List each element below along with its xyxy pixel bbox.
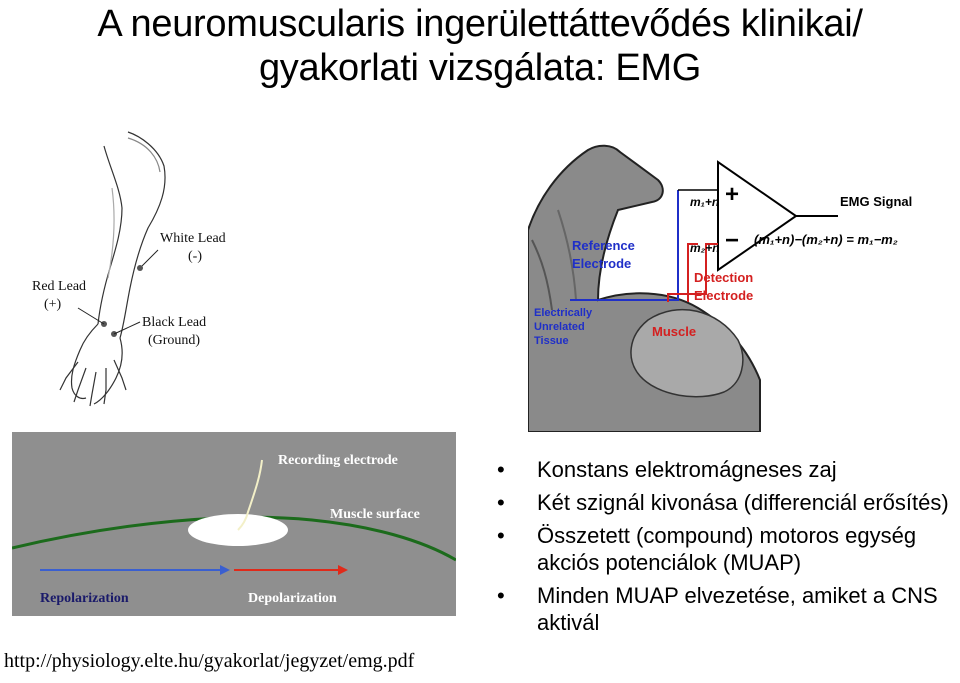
reference-electrode-line-2: Electrode xyxy=(572,256,631,271)
bullet-item: • Két szignál kivonása (differenciál erős… xyxy=(495,489,960,516)
arm-leads-figure: White Lead (-) Red Lead (+) Black Lead (… xyxy=(8,128,248,410)
amplifier-plus: + xyxy=(725,181,739,208)
recording-electrode-figure: Recording electrode Muscle surface Repol… xyxy=(12,432,456,616)
differential-formula: (m₁+n)−(m₂+n) = m₁−m₂ xyxy=(754,232,898,247)
amplifier-minus: − xyxy=(725,227,739,254)
bullet-text: Konstans elektromágneses zaj xyxy=(537,457,837,482)
tissue-line-1: Electrically xyxy=(534,307,593,319)
muscle-surface-label: Muscle surface xyxy=(330,507,420,522)
bullet-item: • Konstans elektromágneses zaj xyxy=(495,456,960,483)
bullet-dot: • xyxy=(497,457,505,482)
bullet-item: • Minden MUAP elvezetése, amiket a CNS ak… xyxy=(495,582,960,636)
emg-amplifier-figure: + − EMG Signal m₁+n m₂+n (m₁+n)−(m₂+n) =… xyxy=(528,140,928,432)
repolarization-label: Repolarization xyxy=(40,591,129,606)
red-lead-label: Red Lead xyxy=(32,279,86,294)
slide-title: A neuromuscularis ingerülettáttevődés kl… xyxy=(0,0,960,90)
bullet-dot: • xyxy=(497,583,505,608)
electrode-wire xyxy=(237,459,263,531)
bullet-dot: • xyxy=(497,490,505,515)
white-lead-sign: (-) xyxy=(188,249,202,264)
detection-electrode-line-1: Detection xyxy=(694,270,753,285)
amplifier-triangle xyxy=(717,160,798,272)
tissue-line-3: Tissue xyxy=(534,335,569,347)
slide-title-line-1: A neuromuscularis ingerülettáttevődés kl… xyxy=(97,3,863,45)
depolarization-label: Depolarization xyxy=(248,591,337,606)
bullet-item: • Összetett (compound) motoros egység akc… xyxy=(495,522,960,576)
white-lead-label: White Lead xyxy=(160,231,226,246)
red-lead-sign: (+) xyxy=(44,297,62,312)
biceps-shape xyxy=(630,308,744,398)
muscle-surface-curve xyxy=(12,515,456,562)
emg-drawing: + − EMG Signal m₁+n m₂+n (m₁+n)−(m₂+n) =… xyxy=(528,144,912,432)
bullet-text: Összetett (compound) motoros egység akci… xyxy=(537,523,917,575)
arm-drawing: White Lead (-) Red Lead (+) Black Lead (… xyxy=(32,131,226,407)
recording-drawing: Recording electrode Muscle surface Repol… xyxy=(12,432,456,616)
bullet-dot: • xyxy=(497,523,505,548)
bullet-text: Minden MUAP elvezetése, amiket a CNS akt… xyxy=(537,583,938,635)
detection-electrode-line-2: Electrode xyxy=(694,288,753,303)
m1-plus-n-label: m₁+n xyxy=(690,195,719,209)
black-lead-label: Black Lead xyxy=(142,315,206,330)
source-url: http://physiology.elte.hu/gyakorlat/jegy… xyxy=(4,650,415,672)
reference-electrode-line-1: Reference xyxy=(572,238,635,253)
muscle-label: Muscle xyxy=(652,324,696,339)
recording-electrode-label: Recording electrode xyxy=(278,453,398,468)
bullet-text: Két szignál kivonása (differenciál erősí… xyxy=(537,490,949,515)
slide-title-line-2: gyakorlati vizsgálata: EMG xyxy=(258,47,702,89)
emg-signal-label: EMG Signal xyxy=(840,194,912,209)
black-lead-sign: (Ground) xyxy=(148,333,200,348)
m2-plus-n-label: m₂+n xyxy=(690,241,720,255)
tissue-line-2: Unrelated xyxy=(534,321,585,333)
bullet-list: • Konstans elektromágneses zaj • Két szign… xyxy=(495,456,960,642)
